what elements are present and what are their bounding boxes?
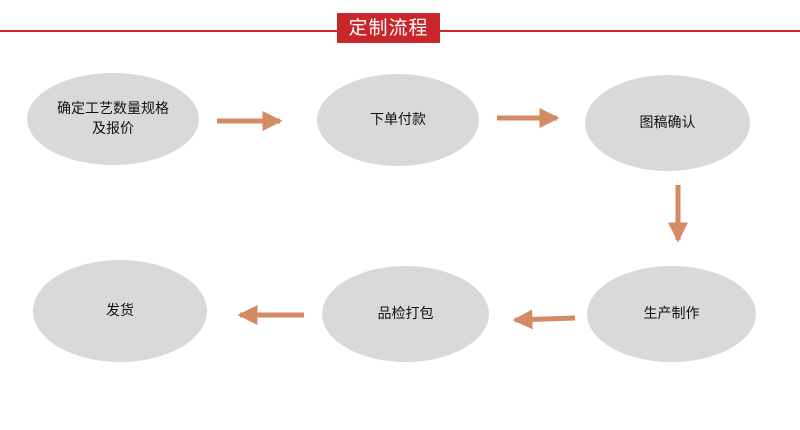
flow-step-production: 生产制作 (587, 266, 756, 362)
flow-step-label: 下单付款 (370, 112, 426, 128)
flow-step-label: 发货 (106, 303, 134, 319)
flow-step-quote: 确定工艺数量规格及报价 (27, 73, 199, 165)
flow-step-label: 品检打包 (377, 306, 434, 322)
flow-step-payment: 下单付款 (317, 74, 479, 166)
flow-step-shipping: 发货 (33, 260, 207, 362)
flow-step-label: 图稿确认 (639, 115, 696, 131)
arrow-step4-to-step5 (512, 309, 576, 330)
flow-step-design-confirm: 图稿确认 (585, 75, 750, 171)
flow-step-inspection-packing: 品检打包 (322, 266, 489, 362)
flow-step-label: 确定工艺数量规格及报价 (57, 101, 169, 137)
page-title: 定制流程 (337, 13, 440, 43)
flow-step-label: 生产制作 (643, 306, 700, 322)
